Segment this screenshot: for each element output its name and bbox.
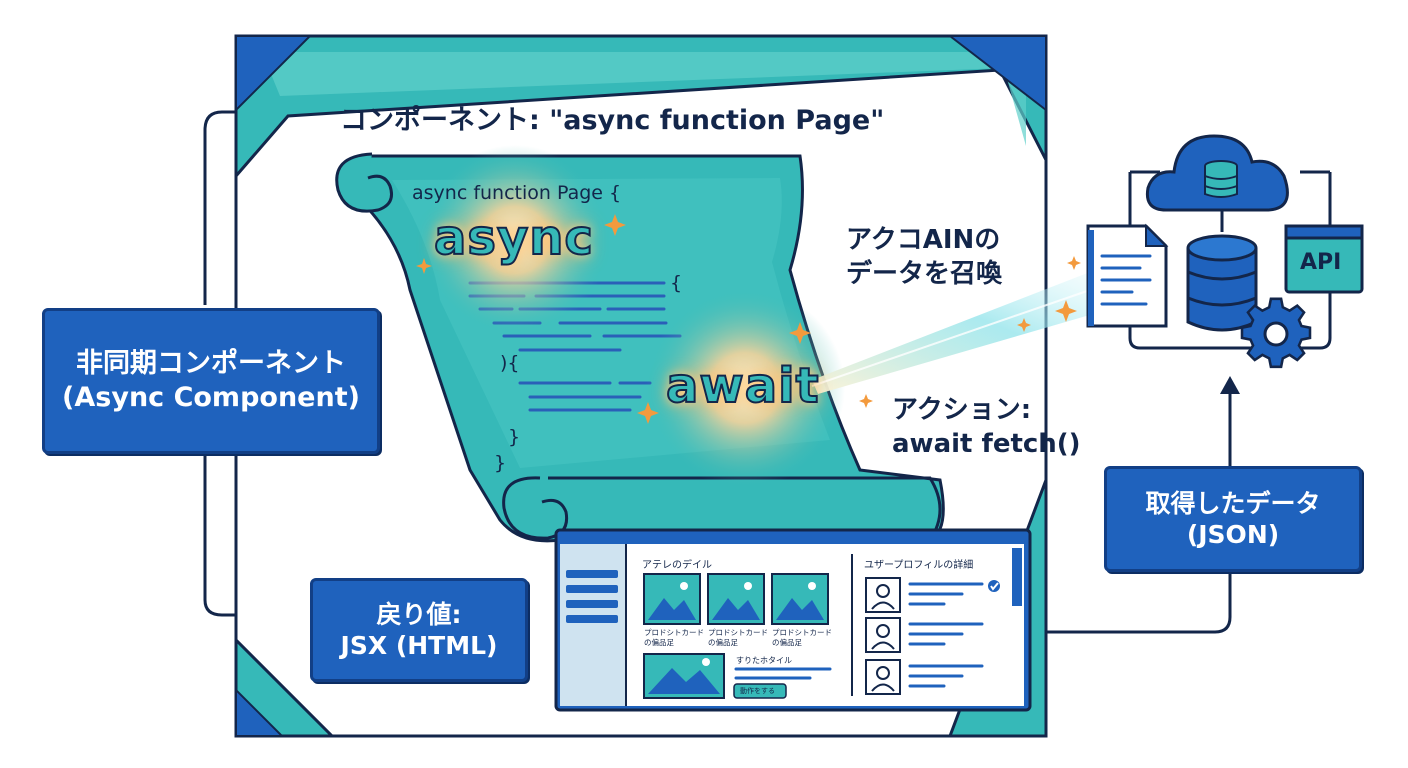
image-icon — [643, 573, 701, 625]
sparkle-icon — [1017, 318, 1031, 332]
return-value-subtitle: JSX (HTML) — [340, 631, 498, 660]
browser-window — [554, 528, 1032, 712]
featured-lines — [734, 667, 832, 680]
async-component-subtitle: (Async Component) — [62, 382, 360, 413]
product-card-caption: プロドシトカード の偏品足 — [772, 628, 832, 648]
frame-corner-tr — [947, 35, 1047, 113]
product-card-caption-line1: プロドシトカード — [772, 628, 832, 637]
code-brace-open: { — [670, 272, 683, 294]
product-card-caption: プロドシトカード の偏品足 — [644, 628, 704, 648]
sparkle-icon — [604, 214, 626, 236]
frame-corner-bl — [234, 636, 336, 738]
fetched-data-title: 取得したデータ — [1145, 488, 1321, 518]
sparkle-icon — [416, 258, 432, 274]
api-window-icon — [1284, 224, 1364, 294]
product-card-caption-line2: の偏品足 — [708, 637, 738, 647]
document-icon — [1086, 223, 1169, 328]
user-profile-rows — [865, 577, 1000, 695]
summon-label-line1: アクコAINの — [846, 225, 1001, 255]
featured-button-label[interactable]: 動作をする — [740, 687, 775, 695]
browser-scrollbar[interactable] — [1012, 548, 1022, 606]
connector-browser-to-data — [1030, 540, 1232, 634]
async-component-box: 非同期コンポーネント (Async Component) — [42, 308, 380, 454]
action-label: アクション: await fetch() — [892, 394, 1081, 462]
avatar — [865, 659, 901, 695]
code-brace-close-inner: } — [508, 426, 521, 448]
async-glow — [420, 145, 610, 335]
arrow-up-head — [1220, 376, 1240, 394]
code-header: async function Page { — [412, 182, 622, 204]
avatar — [865, 577, 901, 613]
browser-section-title-left: アテレのデイル — [642, 560, 712, 571]
product-card-caption: プロドシトカード の偏品足 — [708, 628, 768, 648]
summon-label-line2: データを召喚 — [846, 258, 1003, 289]
connector-left-box-to-return — [203, 455, 310, 617]
await-glow — [645, 288, 845, 488]
code-paren-brace: ){ — [500, 352, 520, 374]
check-icon — [988, 580, 1000, 592]
return-value-title: 戻り値: — [376, 599, 462, 629]
featured-title: すりたホタイル — [736, 656, 792, 665]
browser-sidebar — [560, 544, 626, 706]
featured-action-button[interactable] — [733, 683, 787, 699]
fetched-data-box: 取得したデータ (JSON) — [1104, 466, 1362, 572]
product-card-images — [643, 573, 829, 699]
return-value-box: 戻り値: JSX (HTML) — [310, 578, 528, 682]
action-label-line1: アクション: — [892, 395, 1032, 425]
database-icon — [1186, 234, 1258, 332]
sparkles — [416, 214, 1081, 424]
frame-corner-tl — [235, 35, 313, 113]
fetch-beam — [812, 272, 1100, 394]
image-icon — [707, 573, 765, 625]
browser-section-title-right: ユザープロフィルの詳細 — [864, 560, 974, 571]
sparkle-icon — [637, 402, 659, 424]
image-icon — [643, 653, 725, 699]
code-brace-close-outer: } — [494, 452, 507, 474]
connector-frame-to-left-box — [203, 110, 236, 305]
action-label-line2: await fetch() — [892, 428, 1081, 459]
cloud-database-icon — [1204, 160, 1238, 198]
api-label: API — [1300, 250, 1342, 275]
frame-corner-bl-inner — [235, 687, 285, 737]
scroll-roll-bottom — [502, 476, 569, 540]
product-card-caption-line2: の偏品足 — [772, 637, 802, 647]
image-icon — [771, 573, 829, 625]
data-sources — [1086, 134, 1364, 369]
frame-title: コンポーネント: "async function Page" — [340, 105, 885, 136]
summon-label: アクコAINの データを召喚 — [846, 224, 1002, 292]
avatar — [865, 617, 901, 653]
await-keyword: await — [665, 358, 820, 414]
async-keyword: async — [433, 210, 594, 266]
sparkle-icon — [1055, 300, 1077, 322]
async-component-title: 非同期コンポーネント — [76, 348, 346, 380]
frame-top-band-highlight — [262, 52, 1026, 146]
product-card-caption-line1: プロドシトカード — [644, 628, 704, 637]
sparkle-icon — [859, 394, 873, 408]
sparkle-icon — [1067, 256, 1081, 270]
sparkle-icon — [789, 322, 811, 344]
sidebar-menu-bars — [566, 570, 618, 623]
connector-lines — [203, 110, 1232, 634]
gear-icon — [1240, 297, 1312, 369]
product-card-caption-line1: プロドシトカード — [708, 628, 768, 637]
scroll-roll-top — [335, 152, 393, 213]
fetched-data-subtitle: (JSON) — [1186, 520, 1280, 549]
product-card-caption-line2: の偏品足 — [644, 637, 674, 647]
